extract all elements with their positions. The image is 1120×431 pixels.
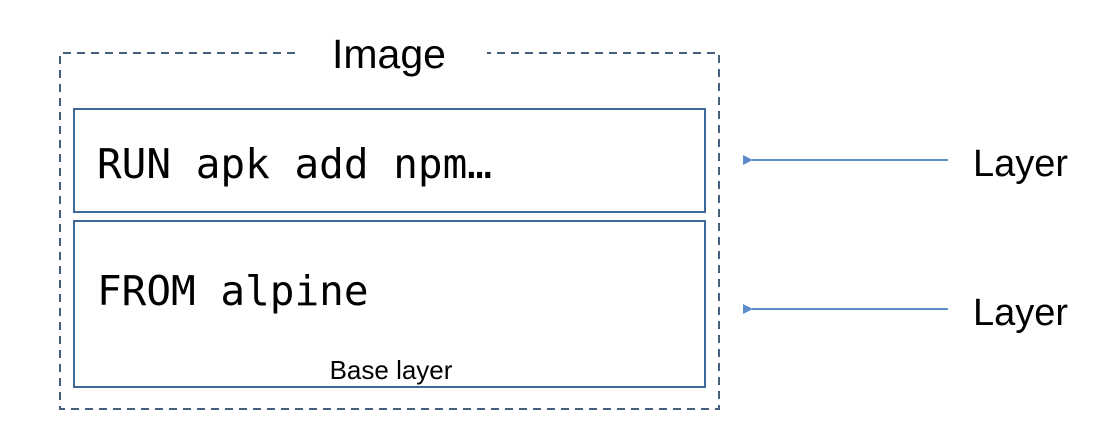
layer-base-box: [73, 220, 706, 388]
layer-base-pointer-label: Layer: [973, 292, 1068, 334]
layer-run-pointer-label: Layer: [973, 143, 1068, 185]
layer-run: RUN apk add npm…: [73, 108, 706, 213]
image-title: Image: [332, 31, 446, 77]
layer-base-caption: Base layer: [330, 355, 453, 385]
layer-base: FROM alpine Base layer: [73, 220, 706, 388]
layer-run-box: [73, 108, 706, 213]
layer-pointer-base: Layer: [743, 292, 1068, 334]
layer-base-command: FROM alpine: [97, 267, 369, 315]
image-container-border: [59, 52, 720, 410]
layer-pointer-run: Layer: [743, 143, 1068, 185]
layer-run-command: RUN apk add npm…: [97, 140, 492, 188]
image-container: Image: [59, 31, 720, 410]
